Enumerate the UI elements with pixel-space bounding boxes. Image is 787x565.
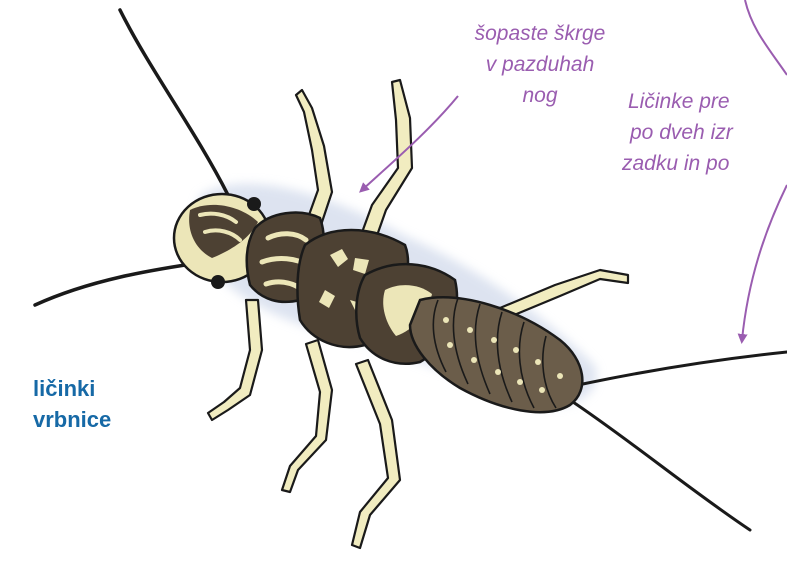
figure-title-line-2: vrbnice (33, 404, 111, 435)
larvae-note-line-1: Ličinke pre (600, 86, 787, 117)
larvae-note-annotation: Ličinke pre po dveh izr zadku in po (600, 86, 787, 179)
larvae-note-line-3: zadku in po (600, 148, 787, 179)
figure-title-line-1: ličinki (33, 373, 111, 404)
larvae-note-line-2: po dveh izr (600, 117, 787, 148)
figure-title: ličinki vrbnice (33, 373, 111, 435)
